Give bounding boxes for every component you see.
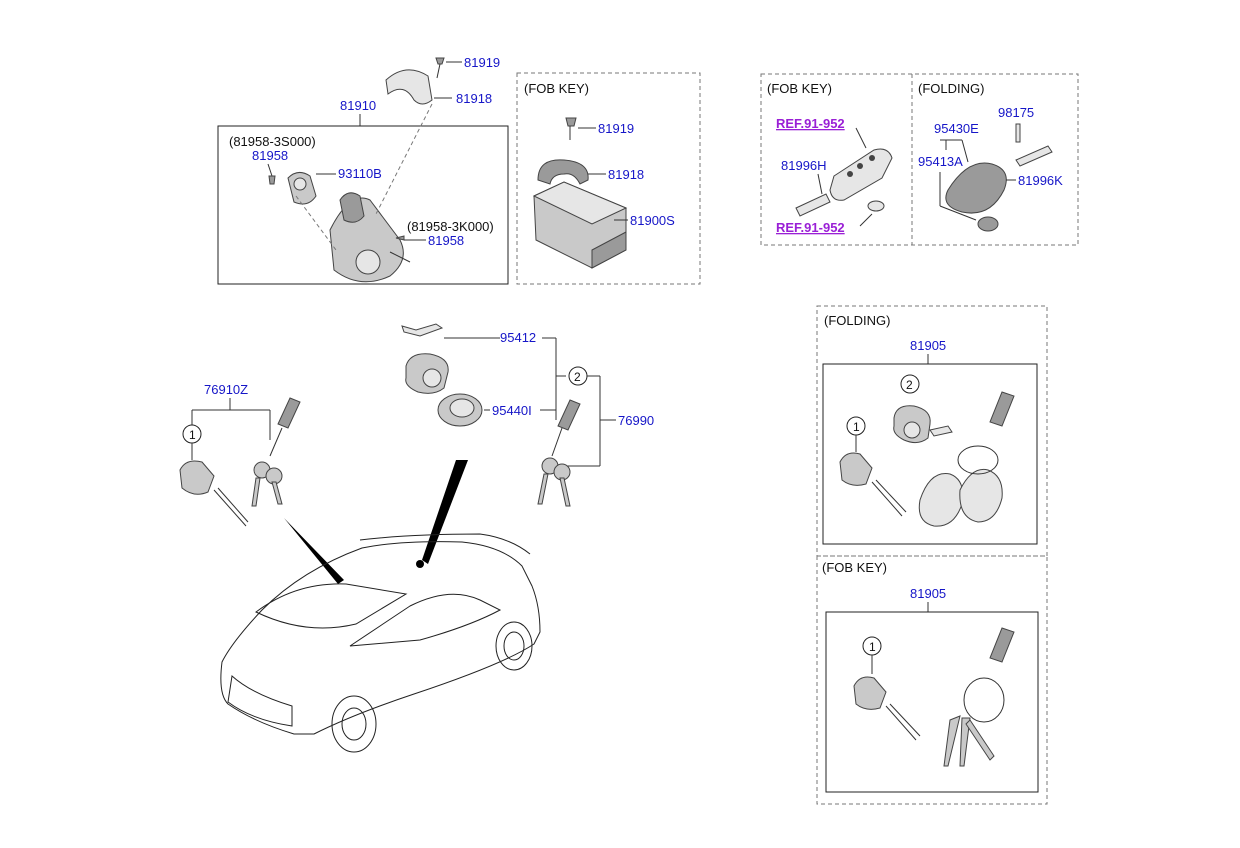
fob-key-heading-1: (FOB KEY) (524, 81, 589, 96)
part-label-81958-a[interactable]: 81958 (252, 148, 288, 163)
emergency-key-81996h-part (795, 193, 831, 217)
battery-folding-part (977, 216, 999, 232)
fob-key-kit-box (816, 555, 1048, 805)
ignition-lock-group: 81919 81918 81910 (81958-3S000) 81958 93… (217, 55, 509, 285)
part-label-76910z[interactable]: 76910Z (204, 382, 248, 397)
part-label-76990[interactable]: 76990 (618, 413, 654, 428)
folding-remote-keys-part (918, 391, 1015, 527)
callout-2-folding-circle (900, 374, 920, 394)
part-label-81905-fob[interactable]: 81905 (910, 586, 946, 601)
part-label-81905-folding[interactable]: 81905 (910, 338, 946, 353)
battery-part (867, 200, 885, 212)
part-code-81958-3k000: (81958-3K000) (407, 219, 494, 234)
bracket-81918-fob-part (537, 159, 589, 185)
folding-kit-group: (FOLDING) 81905 2 1 (816, 305, 1048, 557)
part-label-81919-fob[interactable]: 81919 (598, 121, 634, 136)
part-label-81918[interactable]: 81918 (456, 91, 492, 106)
fob-key-ignition-group: (FOB KEY) 81919 81918 81900S (516, 72, 701, 285)
part-label-81918-fob[interactable]: 81918 (608, 167, 644, 182)
key-set-76910z-part (251, 397, 301, 507)
screw-81919-part (435, 57, 445, 79)
lock-cylinder-1-part (179, 460, 249, 527)
lock-cylinder-2-part (405, 353, 449, 394)
clip-95412-part (401, 323, 444, 337)
lock-cylinder-fob-part (853, 676, 921, 741)
screw-81958-part (268, 175, 276, 185)
callout-2-label: 2 (574, 370, 581, 384)
folding-heading-2: (FOLDING) (824, 313, 890, 328)
callout-1-folding-label: 1 (853, 420, 860, 434)
switch-93110b-part (287, 172, 317, 205)
part-label-95430e[interactable]: 95430E (934, 121, 979, 136)
key-set-76990-part (537, 399, 581, 507)
housing-81900s-part (532, 181, 628, 269)
fob-key-kit-inner-box (825, 611, 1039, 793)
part-label-81910[interactable]: 81910 (340, 98, 376, 113)
reference-link-91-952-bottom[interactable]: REF.91-952 (776, 220, 845, 235)
assembly-box-81910 (217, 125, 509, 285)
pointer-arrow-rear (284, 518, 344, 584)
callout-2-folding-label: 2 (906, 378, 913, 392)
callout-1-label: 1 (189, 428, 196, 442)
part-label-81996h[interactable]: 81996H (781, 158, 827, 173)
fob-key-box-1 (516, 72, 701, 285)
part-label-95413a[interactable]: 95413A (918, 154, 963, 169)
remote-key-group: (FOB KEY) (FOLDING) REF.91-952 81996H RE… (760, 73, 1079, 246)
door-lock-set-2-group: 95412 95440I 2 76990 (401, 323, 654, 507)
part-code-81958-3s000: (81958-3S000) (229, 134, 316, 149)
pointer-arrow-door (422, 460, 468, 564)
folding-heading-1: (FOLDING) (918, 81, 984, 96)
key-blade-81996k-part (1015, 145, 1053, 167)
part-label-95412[interactable]: 95412 (500, 330, 536, 345)
part-label-98175[interactable]: 98175 (998, 105, 1034, 120)
door-lock-set-1-group: 76910Z 1 (179, 382, 301, 527)
fob-keys-set-part (943, 627, 1015, 767)
fob-key-heading-2: (FOB KEY) (767, 81, 832, 96)
fob-key-heading-3: (FOB KEY) (822, 560, 887, 575)
remote-key-box (760, 73, 1079, 246)
lock-cylinder-folding-1-part (839, 452, 907, 517)
vehicle-illustration (220, 460, 541, 753)
folding-key-fob-part (945, 162, 1007, 214)
bracket-81918-part (385, 69, 433, 105)
screw-81958-b-part (395, 235, 405, 241)
smart-key-fob-part (829, 148, 893, 201)
folding-kit-inner-box (822, 363, 1038, 545)
callout-1-fob-label: 1 (869, 640, 876, 654)
screw-81919-fob-part (565, 117, 577, 127)
part-label-93110b[interactable]: 93110B (338, 166, 382, 181)
fob-key-kit-group: (FOB KEY) 81905 1 (816, 555, 1048, 805)
lock-housing-part (329, 192, 411, 283)
part-label-95440i[interactable]: 95440I (492, 403, 532, 418)
ring-95440i-part (437, 393, 483, 427)
part-label-81900s[interactable]: 81900S (630, 213, 675, 228)
part-label-81958-b[interactable]: 81958 (428, 233, 464, 248)
lock-cylinder-folding-2-part (893, 405, 953, 444)
reference-link-91-952-top[interactable]: REF.91-952 (776, 116, 845, 131)
part-label-81996k[interactable]: 81996K (1018, 173, 1063, 188)
pin-98175-part (1015, 123, 1021, 143)
part-label-81919[interactable]: 81919 (464, 55, 500, 70)
